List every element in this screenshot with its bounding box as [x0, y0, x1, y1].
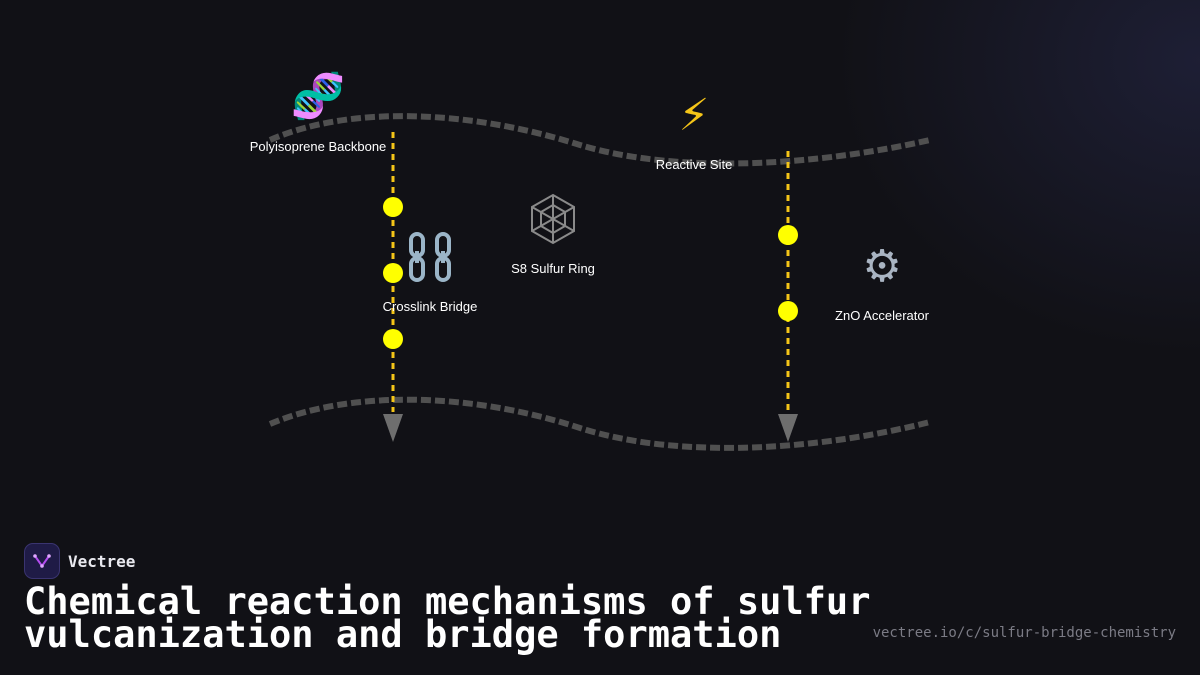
- sulfur-atom: [383, 329, 403, 349]
- gear-icon: ⚙: [862, 241, 902, 292]
- arrow-head-left: [383, 414, 403, 442]
- dna-icon: 🧬: [290, 71, 346, 122]
- node-label-backbone: Polyisoprene Backbone: [249, 139, 387, 154]
- page-title: Chemical reaction mechanisms of sulfur v…: [24, 580, 871, 656]
- spider-web-icon: [531, 193, 575, 245]
- node-label-zno: ZnO Accelerator: [835, 308, 929, 323]
- brand-name: Vectree: [68, 551, 136, 571]
- bottom-polymer-chain: [268, 396, 931, 451]
- sulfur-atom: [778, 225, 798, 245]
- node-label-s8-ring: S8 Sulfur Ring: [511, 261, 595, 276]
- source-url[interactable]: vectree.io/c/sulfur-bridge-chemistry: [872, 625, 1176, 641]
- top-polymer-chain: [268, 113, 931, 167]
- sulfur-atom: [383, 197, 403, 217]
- arrow-head-right: [778, 414, 798, 442]
- node-label-crosslink: Crosslink Bridge: [382, 299, 478, 314]
- sulfur-atom: [778, 301, 798, 321]
- chain-icon: [409, 232, 451, 282]
- sulfur-atom: [383, 263, 403, 283]
- footer: Vectree Chemical reaction mechanisms of …: [24, 543, 884, 656]
- brand: Vectree: [24, 543, 884, 579]
- vectree-logo[interactable]: [24, 543, 60, 579]
- node-label-reactive-site: Reactive Site: [655, 157, 733, 172]
- lightning-icon: ⚡: [678, 90, 710, 141]
- logo-mark-icon: [33, 554, 51, 568]
